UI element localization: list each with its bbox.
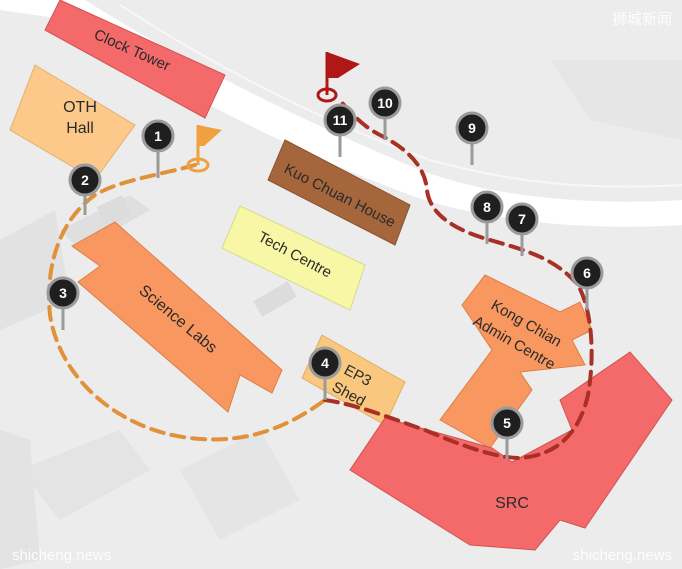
road-edge (119, 4, 682, 188)
finish-flag-icon (316, 52, 360, 103)
waypoint-pin-8[interactable]: 8 (470, 190, 504, 244)
waypoint-number: 6 (583, 265, 591, 281)
waypoint-pin-9[interactable]: 9 (455, 111, 489, 165)
pavement-block (0, 430, 40, 569)
src-label: SRC (495, 495, 529, 512)
waypoint-pin-7[interactable]: 7 (505, 202, 539, 256)
building-kuo-chuan-house (267, 139, 411, 246)
building-tech-centre (221, 205, 366, 311)
oth-hall-label-line1: OTH (63, 99, 97, 116)
pavement-block (20, 430, 150, 520)
building-clock-tower (44, 0, 226, 119)
pavement-block (180, 430, 300, 540)
waypoint-number: 8 (483, 199, 491, 215)
watermark-top-right: 狮城新闻 (612, 11, 672, 28)
building-science-labs (71, 221, 283, 413)
waypoint-number: 10 (377, 95, 393, 111)
route-orange (47, 163, 327, 442)
waypoint-pin-1[interactable]: 1 (141, 119, 175, 178)
oth-hall-label-line2: Hall (66, 120, 94, 137)
waypoint-number: 3 (59, 285, 67, 301)
pavement-block (253, 281, 297, 317)
waypoint-pin-11[interactable]: 11 (323, 103, 357, 157)
watermark-bottom-right: shicheng.news (573, 547, 672, 564)
waypoint-number: 9 (468, 120, 476, 136)
waypoint-number: 2 (81, 172, 89, 188)
route-red (323, 96, 594, 461)
building-src (349, 351, 673, 551)
waypoint-pin-2[interactable]: 2 (68, 163, 102, 215)
watermark-bottom-left: shicheng.news (12, 547, 111, 564)
start-flag-icon (186, 125, 222, 173)
waypoint-number: 11 (333, 112, 348, 128)
waypoint-pin-5[interactable]: 5 (490, 406, 524, 460)
waypoint-pin-10[interactable]: 10 (368, 86, 402, 140)
waypoint-number: 7 (518, 211, 526, 227)
waypoint-pin-3[interactable]: 3 (46, 276, 80, 330)
waypoint-number: 1 (154, 128, 162, 144)
pavement-block (550, 60, 682, 140)
waypoint-number: 5 (503, 415, 511, 431)
waypoint-number: 4 (321, 355, 329, 371)
waypoint-pin-6[interactable]: 6 (570, 256, 604, 310)
waypoint-pin-4[interactable]: 4 (308, 346, 342, 400)
building-kong-chian-admin-centre (439, 274, 593, 449)
pavement-block (96, 195, 132, 227)
